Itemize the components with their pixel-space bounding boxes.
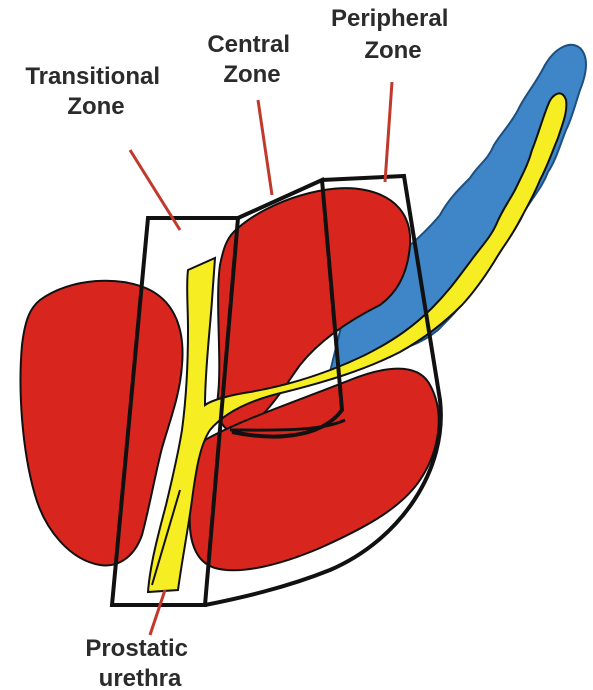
peripheral-zone-leader: [385, 82, 392, 182]
prostatic-urethra-label-line2: urethra: [99, 665, 182, 690]
peripheral-zone-label-line2: Zone: [364, 37, 421, 64]
transitional-lobe-red: [21, 281, 183, 566]
peripheral-zone-label: Peripheral Zone: [331, 5, 455, 64]
peripheral-zone-label-line1: Peripheral: [331, 5, 448, 32]
central-zone-label-line1: Central: [207, 31, 290, 58]
transitional-zone-label-line2: Zone: [67, 93, 124, 120]
central-zone-leader: [258, 100, 272, 195]
central-zone-label: Central Zone: [207, 31, 296, 88]
transitional-zone-label: Transitional Zone: [25, 63, 166, 120]
prostatic-urethra-label-line1: Prostatic: [85, 635, 188, 662]
prostatic-urethra-leader: [150, 590, 165, 635]
transitional-zone-label-line1: Transitional: [25, 63, 160, 90]
prostatic-urethra-label: Prostatic urethra: [85, 635, 194, 690]
central-zone-label-line2: Zone: [223, 61, 280, 88]
